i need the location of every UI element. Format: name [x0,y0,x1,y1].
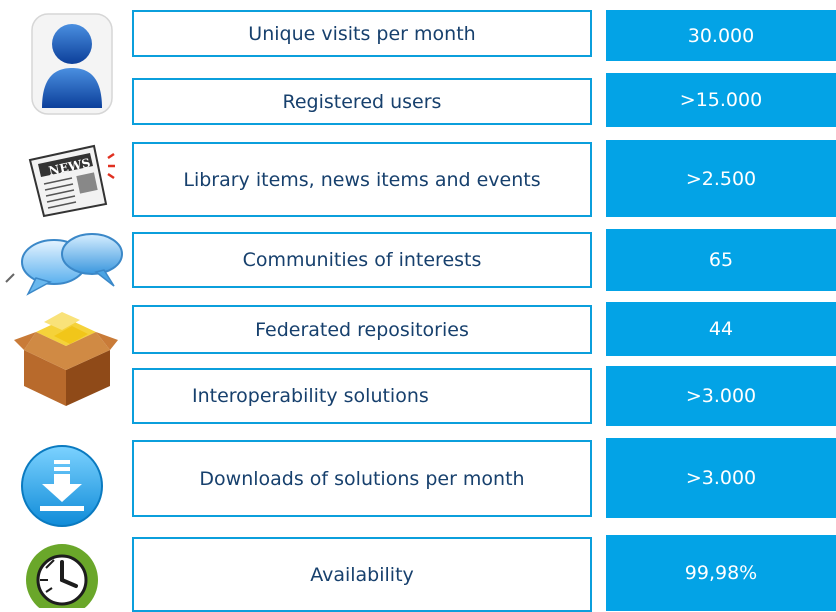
label-registered-users: Registered users [132,78,592,125]
value-unique-visits: 30.000 [606,10,836,61]
value-federated-repositories: 44 [606,302,836,356]
newspaper-icon: NEWS [24,140,116,220]
label-communities: Communities of interests [132,232,592,288]
value-interoperability-solutions: >3.000 [606,366,836,426]
label-availability: Availability [132,537,592,612]
label-library-items: Library items, news items and events [132,142,592,217]
value-registered-users: >15.000 [606,73,836,127]
speech-bubbles-icon [0,228,130,304]
value-communities: 65 [606,229,836,291]
label-federated-repositories: Federated repositories [132,305,592,354]
user-icon [30,12,114,116]
clock-icon [24,540,100,608]
value-downloads: >3.000 [606,438,836,518]
value-library-items: >2.500 [606,140,836,217]
label-interoperability-solutions: Interoperability solutions [132,368,592,424]
value-availability: 99,98% [606,535,836,611]
label-unique-visits: Unique visits per month [132,10,592,57]
label-downloads: Downloads of solutions per month [132,440,592,517]
download-icon [20,444,104,528]
package-icon [14,296,118,408]
